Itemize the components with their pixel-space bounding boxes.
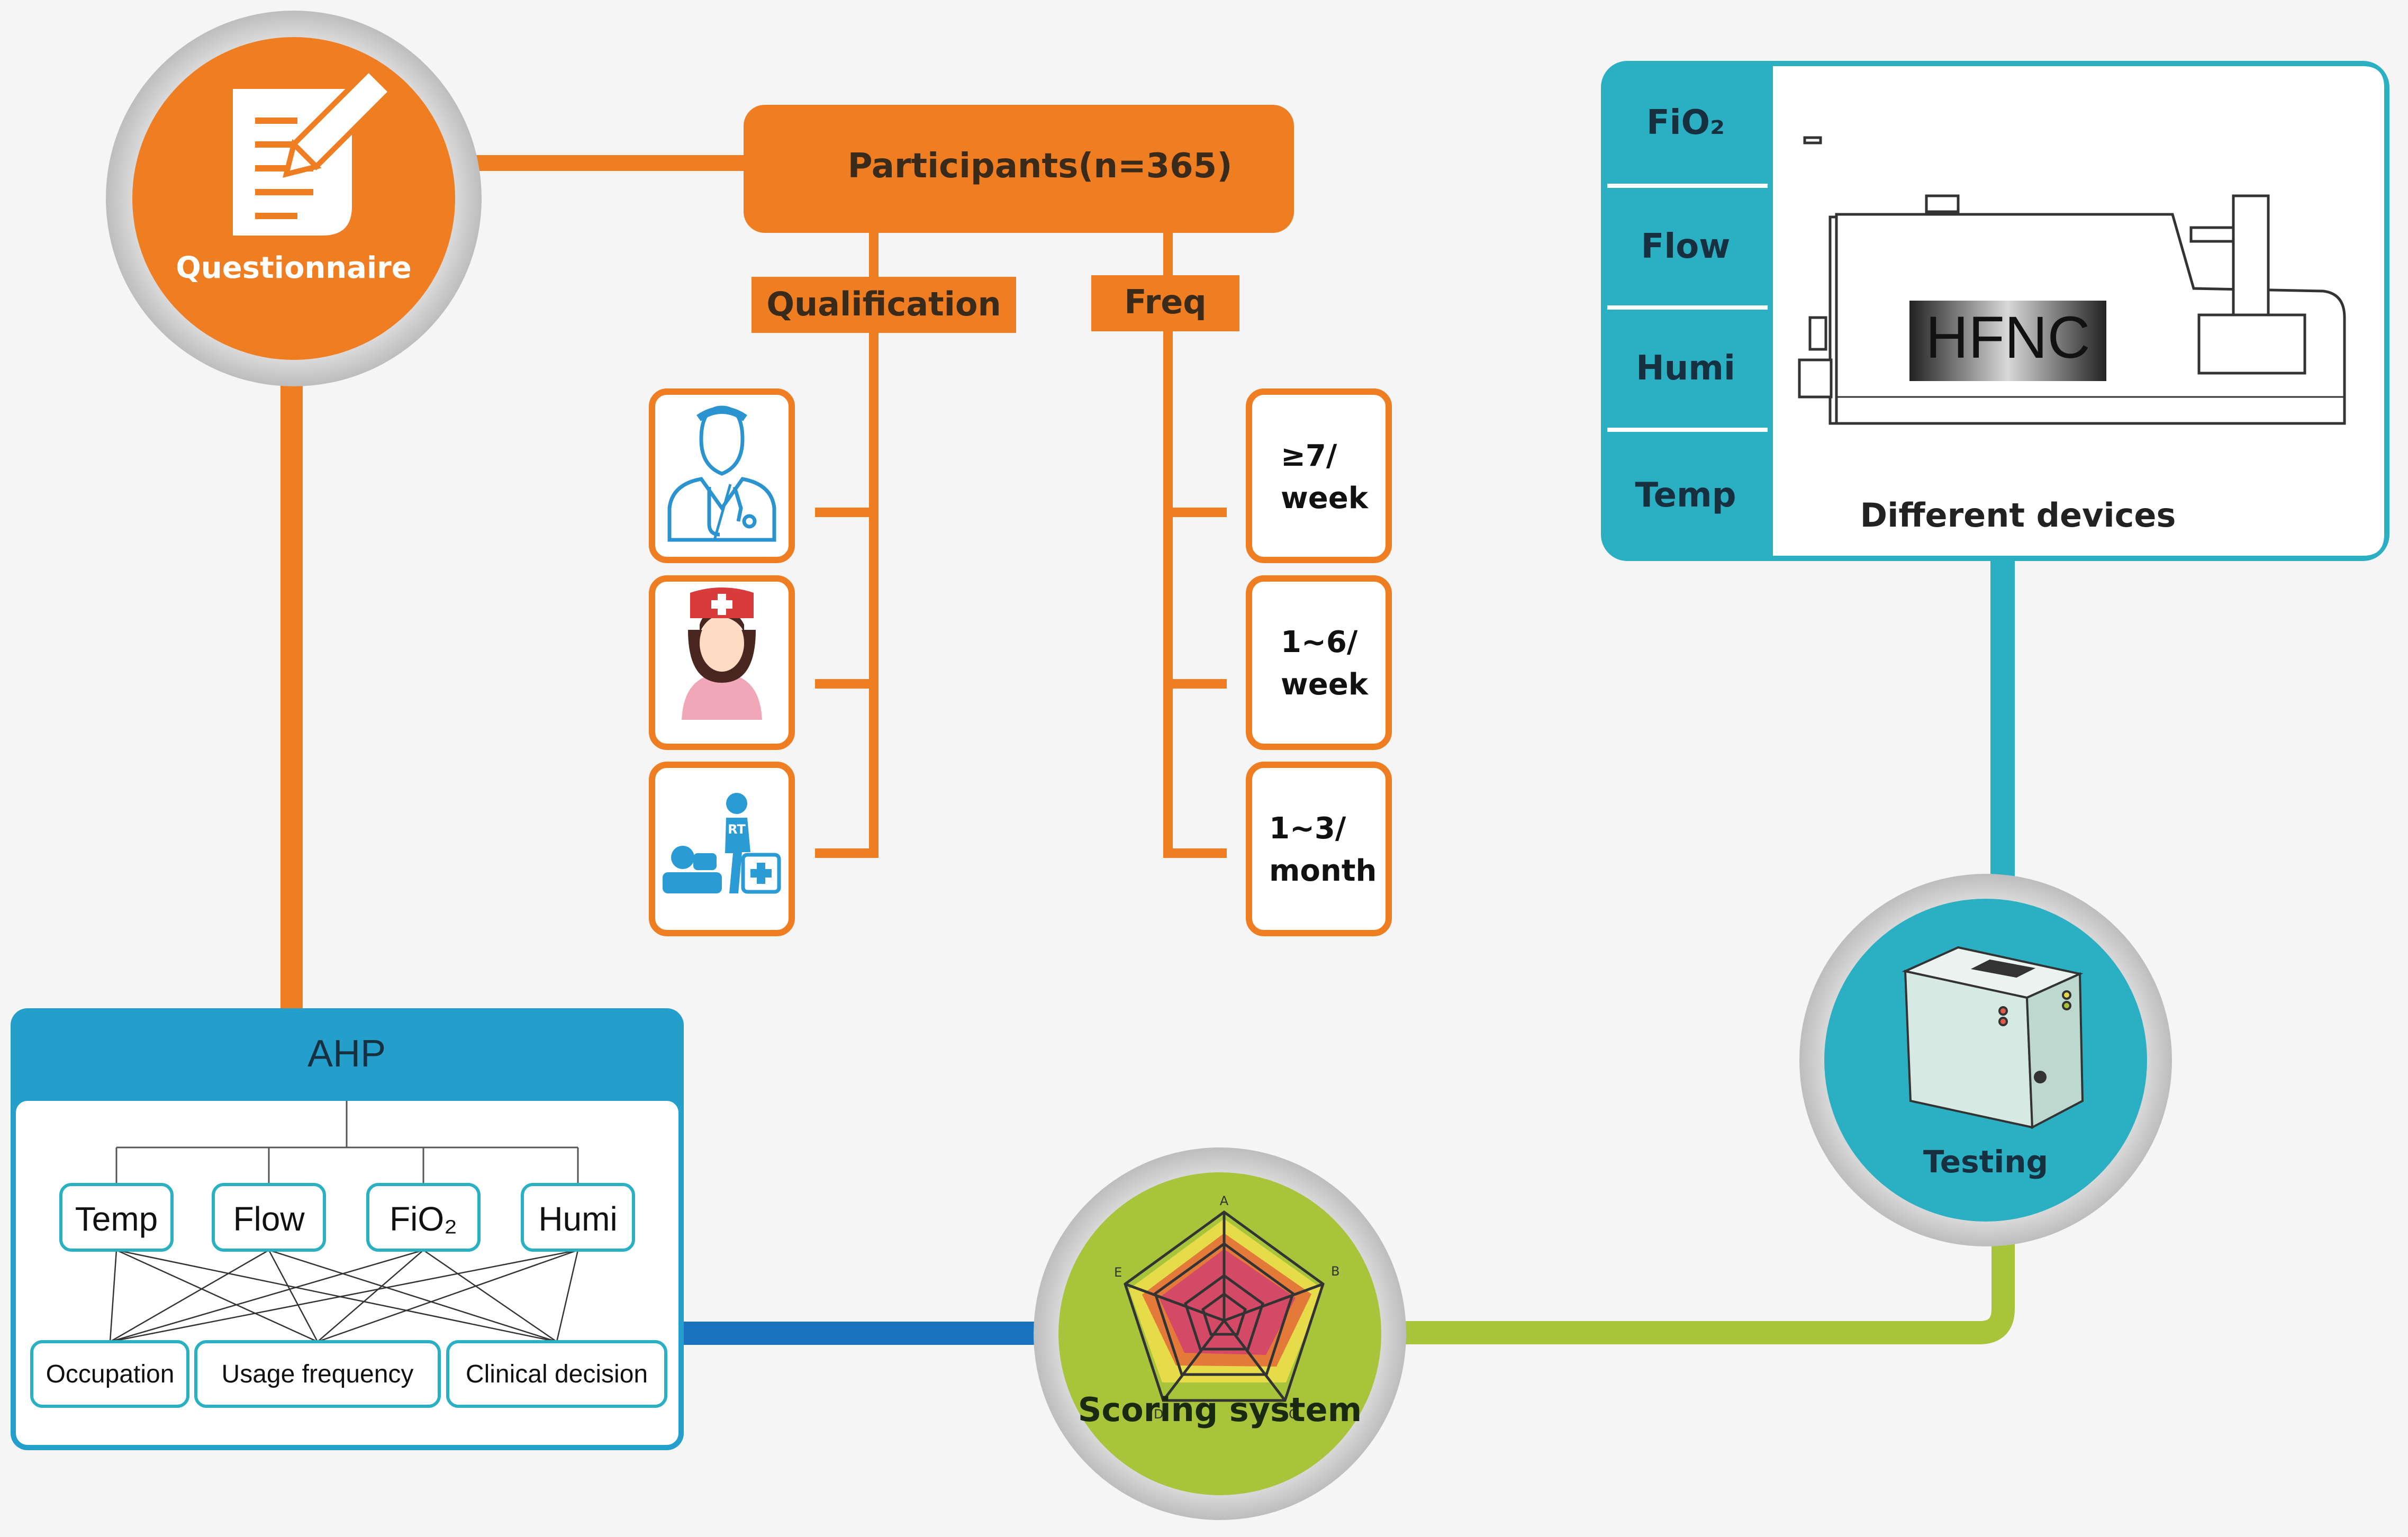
freq-item-1-line2: week — [1281, 481, 1369, 516]
participants-title: Participants(n=365) — [848, 147, 1233, 186]
criterion-temp: Temp — [75, 1200, 158, 1238]
freq-item-3-line1: 1~3/ — [1269, 811, 1346, 846]
freq-item-2-line2: week — [1281, 667, 1369, 702]
freq-label: Freq — [1124, 283, 1206, 321]
radar-axis-c: C — [1289, 1407, 1298, 1422]
test-machine-icon — [1902, 946, 2084, 1129]
testing-label: Testing — [1923, 1144, 2048, 1180]
freq-item-1-line1: ≥7/ — [1281, 439, 1337, 473]
participants-box — [744, 105, 1294, 233]
param-divider-2 — [1607, 305, 1768, 310]
freq-trunk — [1163, 233, 1173, 857]
doctor-icon — [667, 405, 776, 542]
criterion-flow: Flow — [233, 1200, 305, 1238]
testing-node: Testing — [1799, 874, 2172, 1246]
freq-branch-2 — [1163, 679, 1227, 689]
freq-box-2: 1~6/ week — [1246, 575, 1392, 750]
questionnaire-ahp-link — [280, 381, 303, 1016]
qualification-tag — [752, 277, 1016, 333]
qualification-branch-1 — [815, 508, 879, 517]
questionnaire-node: Questionnaire — [106, 11, 482, 386]
criterion-fio2-box — [366, 1183, 481, 1252]
ahp-panel: AHP Temp Flow F — [11, 1008, 684, 1450]
document-pen-icon — [233, 65, 395, 236]
questionnaire-label: Questionnaire — [176, 251, 412, 285]
criterion-fio2: FiO₂ — [390, 1200, 457, 1238]
freq-branch-1 — [1163, 508, 1227, 517]
radar-axis-b: B — [1331, 1264, 1339, 1279]
param-humi: Humi — [1636, 349, 1735, 388]
qualification-label: Qualification — [766, 285, 1001, 323]
alternative-usage-frequency-box — [194, 1340, 441, 1408]
svg-text:RT: RT — [728, 822, 746, 837]
radar-axis-d: D — [1154, 1407, 1163, 1422]
qualification-branch-3 — [815, 848, 879, 858]
respiratory-therapist-box: RT — [649, 762, 795, 936]
questionnaire-participants-link — [471, 155, 746, 171]
devices-panel: FiO₂ Flow Humi Temp HFNC Different devic… — [1601, 61, 2389, 561]
criterion-humi-box — [521, 1183, 635, 1252]
criterion-flow-box — [212, 1183, 326, 1252]
param-fio2: FiO₂ — [1646, 103, 1725, 142]
scoring-testing-link — [1397, 1238, 2015, 1344]
alternative-occupation: Occupation — [46, 1360, 175, 1388]
devices-caption: Different devices — [1860, 496, 2176, 535]
param-flow: Flow — [1641, 227, 1731, 266]
ahp-mesh-lines — [109, 1249, 579, 1343]
radar-axis-e: E — [1114, 1265, 1122, 1280]
radar-chart-icon: A B C D E — [1114, 1194, 1339, 1422]
ahp-scoring-link — [680, 1322, 1051, 1345]
freq-branch-3 — [1163, 848, 1227, 858]
freq-item-3-line2: month — [1269, 854, 1377, 888]
alternative-occupation-box — [30, 1340, 189, 1408]
hfnc-label: HFNC — [1925, 304, 2090, 370]
scoring-node: A B C D E Scoring system — [1034, 1147, 1406, 1520]
radar-axis-a: A — [1220, 1194, 1229, 1208]
param-temp: Temp — [1635, 476, 1736, 515]
hfnc-label-plate — [1909, 301, 2106, 381]
alternative-clinical-decision: Clinical decision — [466, 1360, 648, 1388]
criterion-humi: Humi — [538, 1200, 617, 1238]
freq-box-3: 1~3/ month — [1246, 762, 1392, 936]
freq-tag — [1091, 275, 1239, 331]
criterion-temp-box — [59, 1183, 174, 1252]
nurse-icon — [682, 587, 762, 720]
alternative-clinical-decision-box — [446, 1340, 667, 1408]
param-divider-1 — [1607, 184, 1768, 188]
doctor-box — [649, 388, 795, 563]
ahp-tree-lines — [115, 1101, 579, 1185]
freq-box-1: ≥7/ week — [1246, 388, 1392, 563]
scoring-label: Scoring system — [1078, 1390, 1362, 1429]
nurse-box — [649, 575, 795, 750]
connectors — [280, 155, 2015, 1345]
alternative-usage-frequency: Usage frequency — [222, 1360, 414, 1388]
participants-block: Participants(n=365) Qualification Freq — [649, 105, 1392, 936]
param-divider-3 — [1607, 428, 1768, 432]
testing-devices-link — [1990, 561, 2015, 879]
qualification-trunk — [869, 233, 879, 857]
freq-item-2-line1: 1~6/ — [1281, 625, 1358, 659]
qualification-branch-2 — [815, 679, 879, 689]
respiratory-therapist-icon: RT — [663, 793, 781, 894]
ahp-title: AHP — [307, 1033, 386, 1075]
